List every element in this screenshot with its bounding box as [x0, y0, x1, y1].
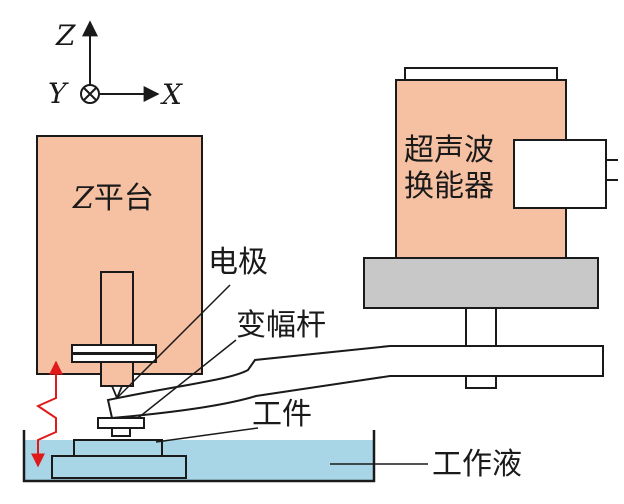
- ultrasonic-transducer: 超声波 换能器: [395, 67, 618, 259]
- tank-walls: [22, 430, 376, 483]
- z-axis-label: Z: [55, 19, 76, 52]
- leader-lines: [116, 284, 428, 465]
- working-fluid-label: 工作液: [432, 447, 522, 482]
- z-motion-zigzag-arrow: [31, 360, 63, 468]
- transducer-label-line2: 换能器: [404, 169, 494, 204]
- electrode-leader: [116, 284, 231, 399]
- z-stage-label: Z平台: [72, 181, 154, 216]
- horn-tool-head: [97, 417, 145, 429]
- workpiece-base: [51, 455, 187, 479]
- coordinate-axes: Z Y X: [48, 19, 183, 111]
- horn: [97, 345, 604, 437]
- transducer-connector: [513, 139, 607, 209]
- y-axis-into-page-icon: [80, 84, 100, 104]
- horn-tool-tip: [111, 427, 131, 437]
- z-stage-label-rest: 平台: [94, 181, 154, 216]
- electrode-label: 电极: [208, 245, 268, 280]
- workpiece-label: 工件: [252, 397, 312, 432]
- electrode-tip: [110, 385, 124, 401]
- horn-label: 变幅杆: [236, 308, 326, 343]
- holder-upper-shaft: [100, 271, 134, 347]
- holder-flange-bottom: [71, 353, 157, 363]
- z-motion-indicator: [31, 360, 63, 468]
- electrode-holder: [71, 271, 157, 401]
- z-stage-label-letter: Z: [72, 181, 95, 216]
- transducer-label-line1: 超声波: [404, 133, 494, 168]
- holder-flange-top: [71, 344, 157, 354]
- holder-lower-shaft: [100, 361, 134, 387]
- transducer-cap: [404, 67, 558, 81]
- horn-body: [106, 345, 604, 420]
- y-axis-label: Y: [48, 77, 69, 110]
- workpiece-top: [73, 439, 163, 457]
- x-axis-label: X: [160, 78, 183, 111]
- mounting-clamp: [363, 257, 599, 309]
- horn-leader: [137, 339, 237, 419]
- component-labels: 电极 变幅杆 工件 工作液: [208, 245, 522, 482]
- workpiece-leader: [155, 427, 259, 443]
